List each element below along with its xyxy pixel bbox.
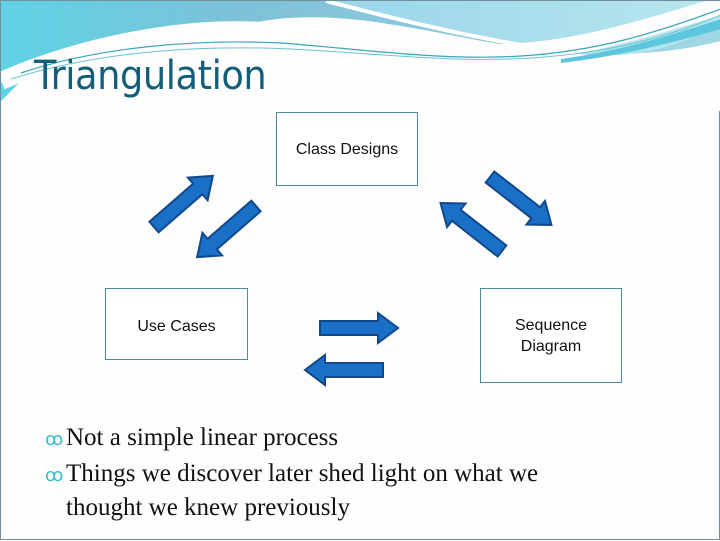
arrow-down-right-icon	[479, 164, 562, 238]
bullet-text: Things we discover later shed light on w…	[66, 460, 539, 521]
arrow-up-left-icon	[430, 190, 513, 264]
header-wave-decoration	[1, 1, 720, 111]
bullet-item: ꝏ Not a simple linear process	[45, 421, 665, 457]
arrow-down-left-icon	[186, 193, 267, 270]
node-label: Diagram	[520, 338, 582, 355]
node-label: Use Cases	[137, 318, 216, 335]
bullet-item: ꝏ Things we discover later shed light on…	[45, 457, 665, 525]
bullet-text: Not a simple linear process	[66, 424, 339, 451]
bullet-list: ꝏ Not a simple linear process ꝏ Things w…	[45, 421, 665, 525]
node-sequence-diagram: Sequence Diagram	[480, 288, 622, 383]
node-label: Class Designs	[295, 140, 399, 158]
arrow-left-icon	[304, 354, 384, 386]
arrow-right-icon	[319, 312, 399, 344]
curl-bullet-icon: ꝏ	[45, 429, 64, 450]
curl-bullet-icon: ꝏ	[45, 465, 64, 486]
node-class-designs: Class Designs	[276, 112, 418, 186]
arrow-up-right-icon	[143, 163, 224, 240]
slide-title: Triangulation	[34, 53, 267, 99]
node-use-cases: Use Cases	[105, 288, 248, 360]
node-label: Sequence	[514, 317, 588, 334]
